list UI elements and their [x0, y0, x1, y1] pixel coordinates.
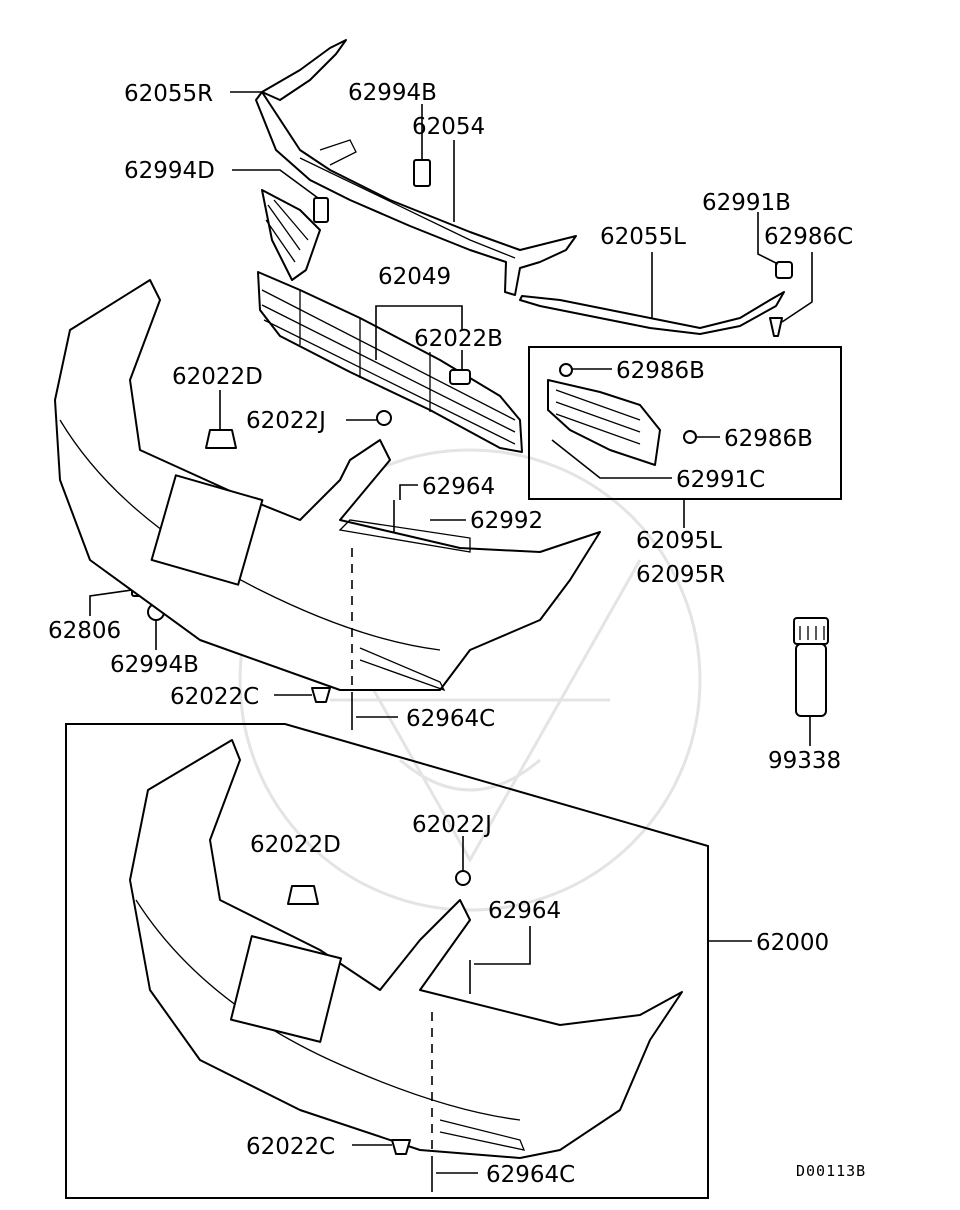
label-62022C-top: 62022C [170, 684, 259, 710]
label-62986C: 62986C [764, 224, 853, 250]
label-62994B-low: 62994B [110, 652, 199, 678]
screw-62986B-b [683, 430, 697, 444]
grille-62049 [257, 271, 523, 453]
label-62964-bottom: 62964 [488, 898, 561, 924]
touch-up-paint-99338 [793, 617, 829, 717]
label-62000: 62000 [756, 930, 829, 956]
clip-62022C-top [311, 687, 331, 703]
label-62964-top: 62964 [422, 474, 495, 500]
label-62022J-bottom: 62022J [412, 812, 492, 838]
label-62806: 62806 [48, 618, 121, 644]
clip-62022B [449, 369, 471, 385]
label-62095R: 62095R [636, 562, 725, 588]
diagram-code: D00113B [796, 1162, 866, 1180]
label-62986B-b: 62986B [724, 426, 813, 452]
label-62055R: 62055R [124, 81, 213, 107]
side-grille-small [261, 189, 321, 281]
label-62095L: 62095L [636, 528, 722, 554]
bolt-62994B-top [413, 159, 431, 187]
fog-lamp-group-box [528, 346, 842, 500]
label-62991B: 62991B [702, 190, 791, 216]
label-62992: 62992 [470, 508, 543, 534]
label-62964C-top: 62964C [406, 706, 495, 732]
label-62049: 62049 [378, 264, 451, 290]
label-62994D: 62994D [124, 158, 215, 184]
bracket-62055L [519, 291, 785, 335]
clip-62022D-bottom [287, 885, 319, 905]
bracket-62055R [261, 39, 347, 101]
bolt-62994D [313, 197, 329, 223]
leader-lines [89, 91, 813, 1174]
screw-62986C [769, 317, 783, 337]
label-62994B-top: 62994B [348, 80, 437, 106]
label-62022J-top: 62022J [246, 408, 326, 434]
label-62022C-bottom: 62022C [246, 1134, 335, 1160]
label-62964C-bottom: 62964C [486, 1162, 575, 1188]
label-62022D-top: 62022D [172, 364, 263, 390]
bumper-reinforcement-62054 [255, 91, 577, 296]
label-62022B: 62022B [414, 326, 503, 352]
screw-62022J-bottom [455, 870, 471, 886]
bumper-cover-62000 [129, 739, 683, 1159]
label-62054: 62054 [412, 114, 485, 140]
screw-62986B-a [559, 363, 573, 377]
clip-62991B [775, 261, 793, 279]
clip-62022C-bottom [391, 1139, 411, 1155]
label-62022D-bottom: 62022D [250, 832, 341, 858]
label-62991C: 62991C [676, 467, 765, 493]
bumper-cover-upper [54, 279, 601, 692]
label-99338: 99338 [768, 748, 841, 774]
screw-62022J-top [376, 410, 392, 426]
clip-62022D-top [205, 429, 237, 449]
watermark-emblem [238, 448, 702, 912]
bumper-assembly-box [65, 723, 709, 1199]
fog-lamp-bezel-62095 [547, 379, 661, 466]
label-62055L: 62055L [600, 224, 686, 250]
label-62986B-a: 62986B [616, 358, 705, 384]
